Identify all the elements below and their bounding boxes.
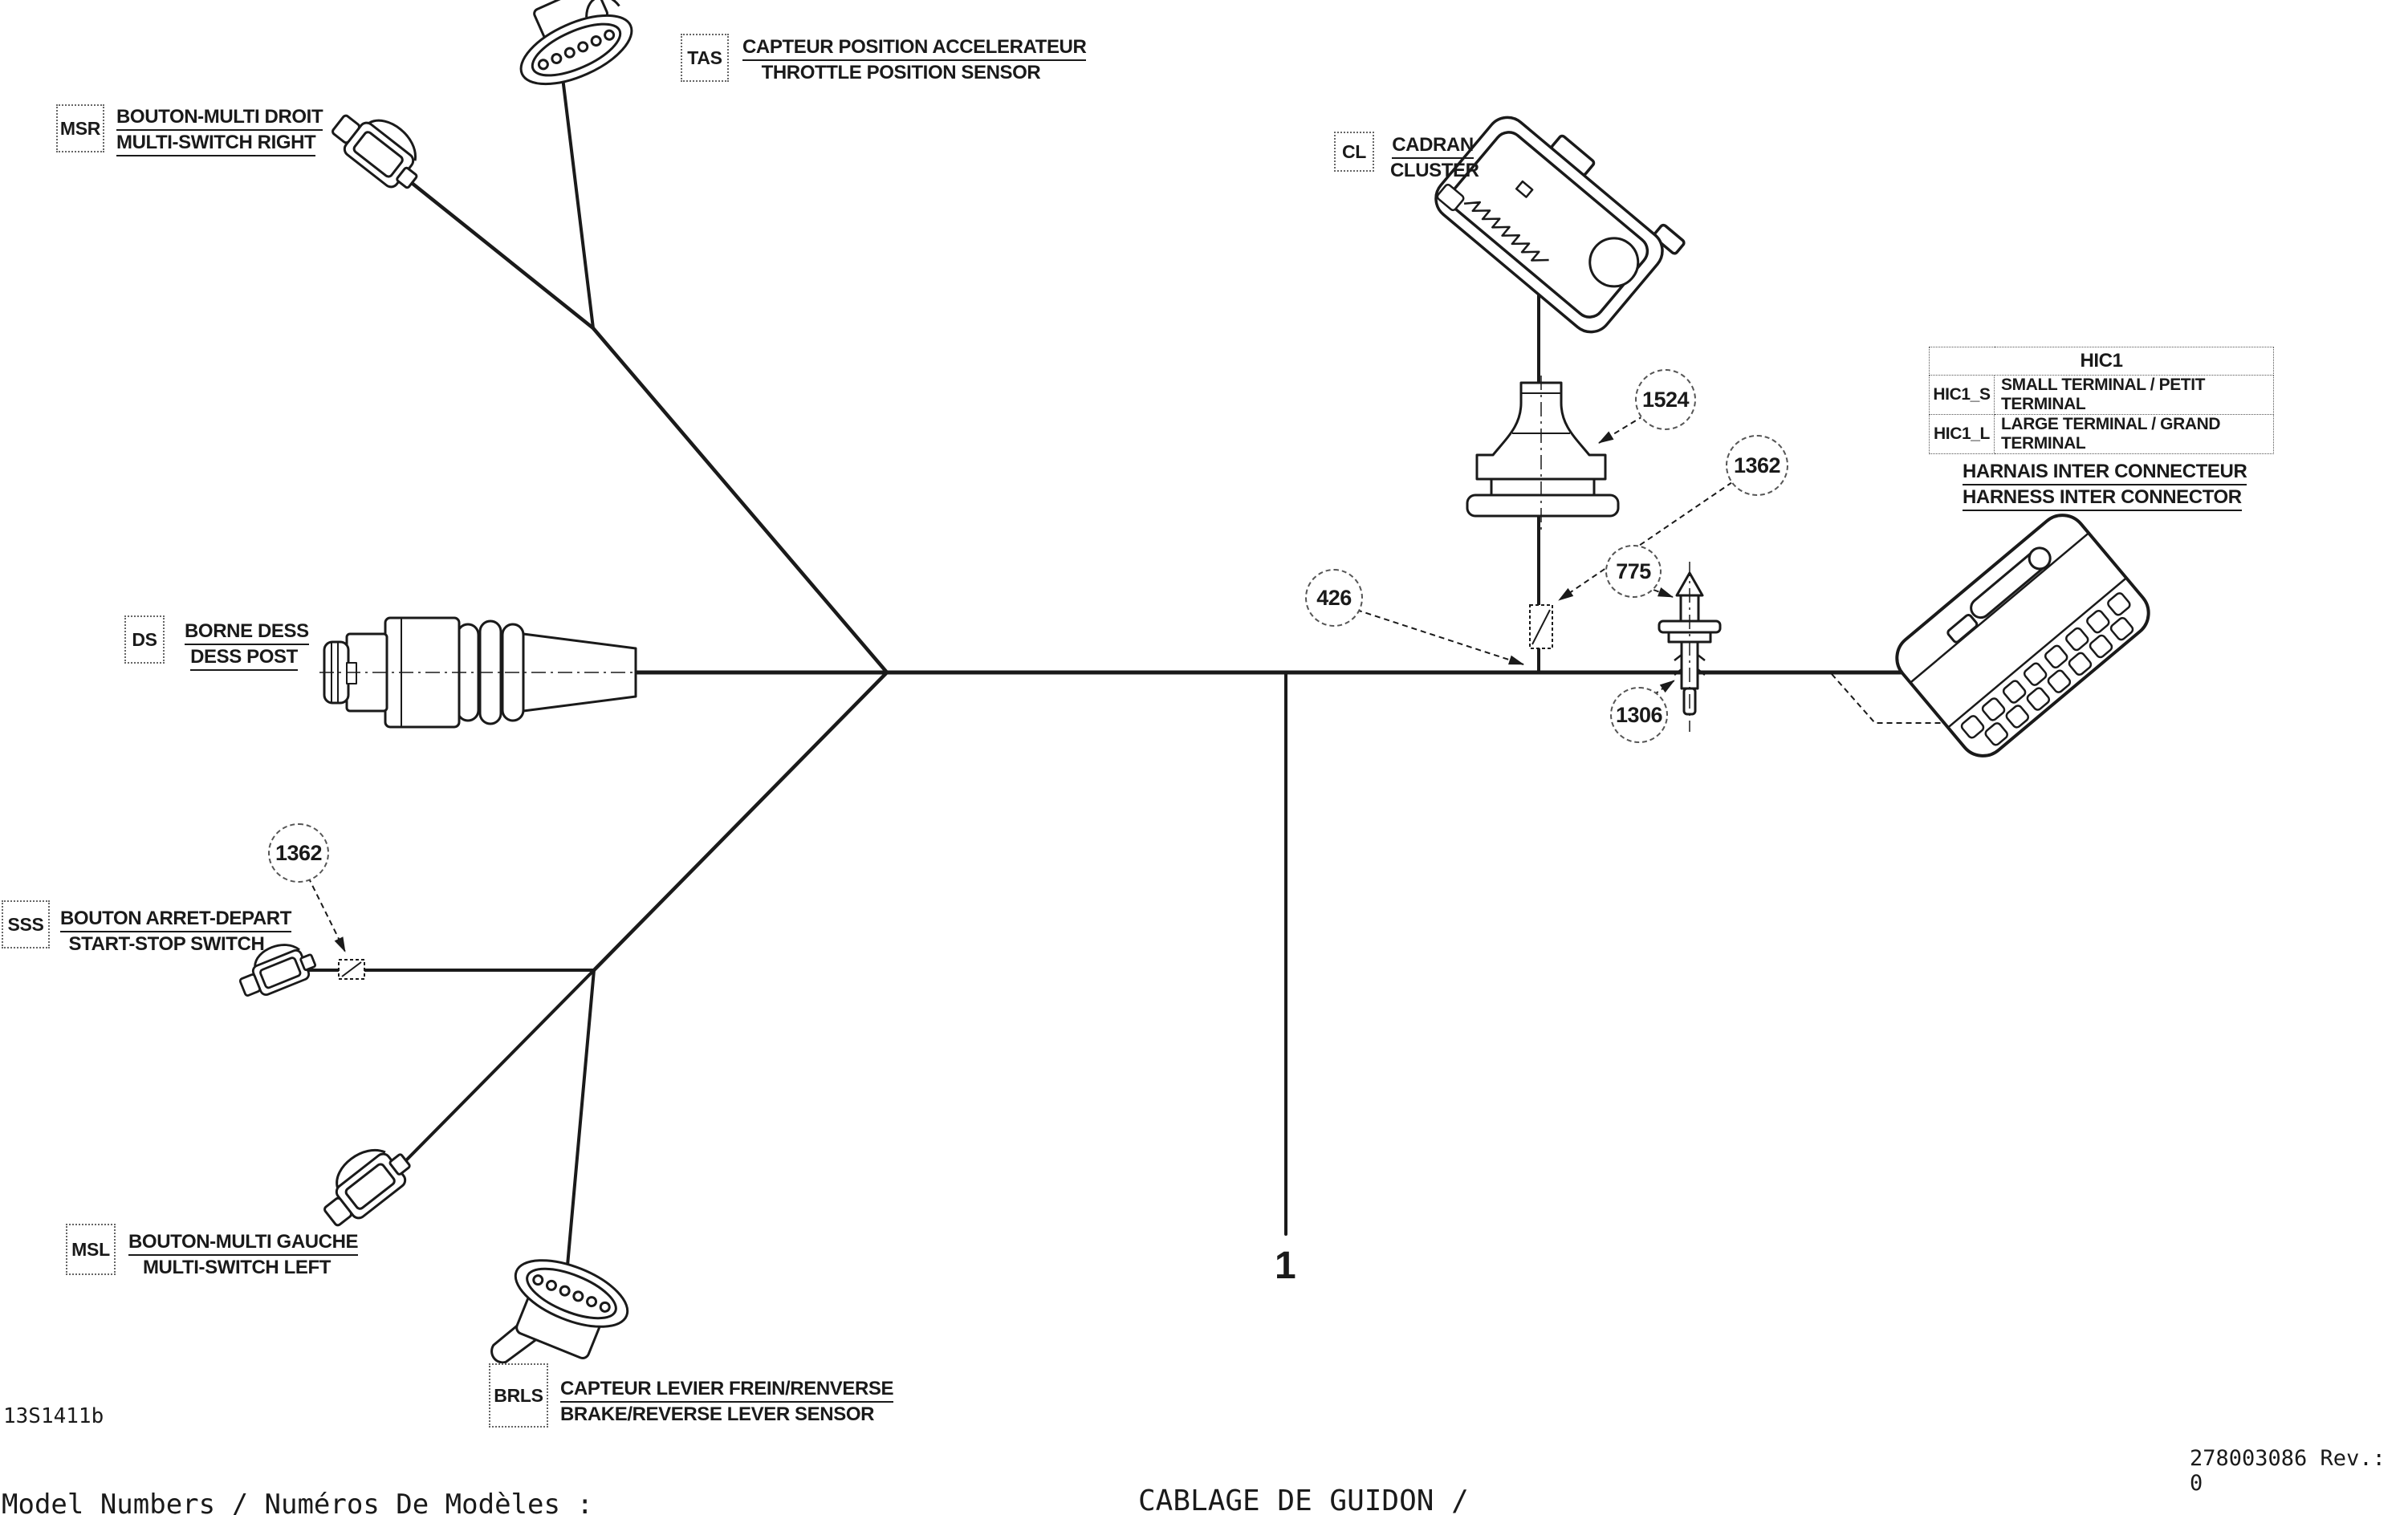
cl-label-en: CLUSTER (1390, 160, 1479, 181)
tas-branch-wire (561, 76, 595, 330)
sss-connector-drawing (238, 944, 317, 997)
msl-label: BOUTON-MULTI GAUCHE MULTI-SWITCH LEFT (128, 1230, 359, 1280)
leader-426 (1356, 609, 1524, 665)
drawing-title-fr: CABLAGE DE GUIDON / (1138, 1485, 1469, 1515)
ds-label: BORNE DESS DESS POST (185, 619, 309, 671)
callout-number: 1362 (275, 840, 323, 865)
brls-code-box: BRLS (489, 1363, 548, 1428)
brls-branch-wire (565, 969, 596, 1276)
left-lower-branch-wire (592, 670, 889, 973)
hic1-terminal-table: HIC1 HIC1_S SMALL TERMINAL / PETIT TERMI… (1929, 347, 2274, 454)
cl-label-fr: CADRAN (1392, 133, 1474, 159)
cl-code-box: CL (1334, 132, 1374, 172)
inter-connector-drawing (1895, 514, 2150, 758)
inter-connector-label-en: HARNESS INTER CONNECTOR (1963, 485, 2242, 511)
sss-label: BOUTON ARRET-DEPART START-STOP SWITCH (60, 907, 291, 957)
ds-code-box: DS (124, 615, 165, 664)
document-ref: 278003086 Rev.: 0 (2190, 1446, 2386, 1496)
tas-label-fr: CAPTEUR POSITION ACCELERATEUR (742, 35, 1087, 61)
callout-number: 1306 (1615, 702, 1663, 727)
inter-connector-label: HARNAIS INTER CONNECTEUR HARNESS INTER C… (1963, 460, 2247, 511)
brls-label-fr: CAPTEUR LEVIER FREIN/RENVERSE (560, 1377, 894, 1403)
msr-code: MSR (59, 117, 101, 139)
callout-775-fastener: 775 (1605, 545, 1662, 598)
tas-label: CAPTEUR POSITION ACCELERATEUR THROTTLE P… (742, 35, 1087, 85)
tas-connector-drawing (519, 0, 633, 86)
msr-label: BOUTON-MULTI DROIT MULTI-SWITCH RIGHT (116, 105, 323, 156)
brls-code: BRLS (494, 1384, 543, 1406)
boot-drawing (1466, 381, 1620, 518)
leader-1362-sss (307, 876, 346, 952)
leader-1524 (1598, 415, 1645, 444)
msr-branch-wire (409, 181, 889, 675)
drawing-title-block: CABLAGE DE GUIDON / STEERING HARNESS (1138, 1446, 1469, 1515)
sss-clip-symbol (338, 959, 365, 980)
callout-426-conduit: 426 (1305, 569, 1363, 627)
hic1-l-code: HIC1_L (1929, 414, 1995, 454)
sss-label-en: START-STOP SWITCH (68, 933, 265, 955)
ds-label-fr: BORNE DESS (185, 619, 309, 645)
msr-code-box: MSR (56, 104, 104, 152)
hic1-s-code: HIC1_S (1929, 375, 1995, 415)
tas-code-box: TAS (681, 34, 729, 82)
cluster-clip-symbol (1529, 604, 1553, 649)
ds-label-en: DESS POST (190, 645, 298, 671)
sheet-code: 13S1411b (3, 1404, 104, 1428)
callout-1362-cluster-clip: 1362 (1726, 435, 1788, 496)
callout-number: 426 (1316, 585, 1352, 610)
msl-label-fr: BOUTON-MULTI GAUCHE (128, 1230, 359, 1256)
table-row: HIC1_L LARGE TERMINAL / GRAND TERMINAL (1929, 414, 2274, 454)
cl-code: CL (1341, 140, 1367, 162)
model-numbers-label: Model Numbers / Numéros De Modèles : (2, 1489, 593, 1515)
callout-number: 1524 (1641, 387, 1690, 412)
model-numbers-block: Model Numbers / Numéros De Modèles : 21E… (2, 1454, 593, 1515)
hic1-table-title: HIC1 (1929, 347, 2274, 376)
msl-connector-drawing (323, 1149, 411, 1227)
callout-1524-boot: 1524 (1635, 369, 1696, 430)
msr-connector-drawing (332, 114, 418, 189)
msl-code-box: MSL (66, 1224, 116, 1275)
leader-1362-cluster (1558, 481, 1733, 601)
hic1-l-desc: LARGE TERMINAL / GRAND TERMINAL (1994, 414, 2274, 454)
callout-number: 775 (1616, 558, 1651, 583)
tas-label-en: THROTTLE POSITION SENSOR (761, 62, 1041, 83)
fastener-drawing (1658, 571, 1722, 716)
branch-1-label: 1 (1275, 1245, 1296, 1287)
inter-connector-label-fr: HARNAIS INTER CONNECTEUR (1963, 460, 2247, 485)
centerlines (319, 376, 1690, 732)
sss-code: SSS (7, 913, 44, 935)
table-row: HIC1_S SMALL TERMINAL / PETIT TERMINAL (1929, 375, 2274, 415)
cluster-connector-drawing (1434, 116, 1686, 334)
sss-label-fr: BOUTON ARRET-DEPART (60, 907, 291, 932)
msr-label-en: MULTI-SWITCH RIGHT (116, 131, 316, 156)
hic1-s-desc: SMALL TERMINAL / PETIT TERMINAL (1994, 375, 2274, 415)
msl-label-en: MULTI-SWITCH LEFT (142, 1257, 332, 1278)
leader-775 (1653, 587, 1674, 598)
msr-label-fr: BOUTON-MULTI DROIT (116, 105, 323, 131)
sss-code-box: SSS (2, 900, 50, 948)
table-header-row: HIC1 (1929, 347, 2274, 376)
callout-1362-sss-clip: 1362 (268, 823, 329, 883)
msl-code: MSL (71, 1238, 110, 1260)
inter-connector-pointer-line (1831, 673, 1978, 724)
brls-label: CAPTEUR LEVIER FREIN/RENVERSE BRAKE/REVE… (560, 1377, 894, 1427)
brls-connector-drawing (490, 1259, 629, 1364)
callout-1306-fastener-mount: 1306 (1610, 687, 1668, 743)
brls-label-en: BRAKE/REVERSE LEVER SENSOR (560, 1403, 875, 1425)
cl-label: CADRAN CLUSTER (1390, 133, 1479, 183)
tas-code: TAS (687, 47, 722, 68)
msl-branch-wire (404, 969, 596, 1163)
ds-code: DS (132, 628, 157, 650)
harness-wires (299, 76, 1938, 1276)
callout-number: 1362 (1733, 453, 1781, 477)
